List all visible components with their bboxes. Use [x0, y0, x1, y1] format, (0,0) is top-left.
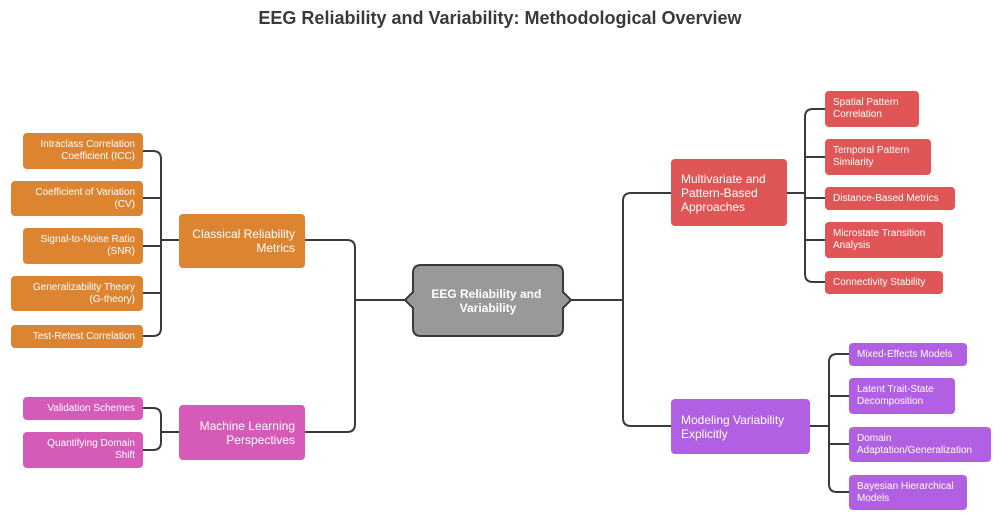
- link-multivariate: [622, 192, 672, 427]
- leaf-g-theory: Generalizability Theory (G-theory): [11, 276, 143, 311]
- leaf-label: Signal-to-Noise Ratio (SNR): [40, 234, 136, 257]
- leaf-label: Domain Adaptation/Generalization: [857, 432, 973, 456]
- leaf-test-retest: Test-Retest Correlation: [11, 325, 143, 348]
- leaf-icc: Intraclass Correlation Coefficient (ICC): [23, 133, 143, 169]
- leaf-label: Temporal Pattern Similarity: [833, 145, 910, 168]
- central-node-shape: [403, 264, 573, 337]
- leaf-domain-shift: Quantifying Domain Shift: [23, 432, 143, 468]
- central-node-label: EEG Reliability and Variability: [431, 287, 544, 315]
- branch-label: Classical Reliability Metrics: [192, 227, 295, 255]
- leaf-label: Spatial Pattern Correlation: [833, 97, 899, 120]
- leaf-distance-based-metrics: Distance-Based Metrics: [825, 187, 955, 210]
- leaf-validation-schemes: Validation Schemes: [23, 397, 143, 420]
- branch-machine-learning-perspectives: Machine Learning Perspectives: [179, 405, 305, 460]
- leaf-label: Validation Schemes: [47, 402, 135, 414]
- link-modeling-children: [809, 353, 850, 493]
- leaf-cv: Coefficient of Variation (CV): [11, 181, 143, 216]
- branch-label: Machine Learning Perspectives: [199, 418, 295, 447]
- leaf-temporal-pattern-similarity: Temporal Pattern Similarity: [825, 139, 931, 175]
- leaf-mixed-effects-models: Mixed-Effects Models: [849, 343, 967, 366]
- leaf-label: Mixed-Effects Models: [857, 348, 953, 360]
- branch-modeling-variability-explicitly: Modeling Variability Explicitly: [671, 399, 810, 454]
- leaf-label: Generalizability Theory (G-theory): [32, 281, 135, 305]
- leaf-label: Coefficient of Variation (CV): [35, 186, 135, 210]
- leaf-microstate-transition-analysis: Microstate Transition Analysis: [825, 222, 943, 258]
- leaf-label: Distance-Based Metrics: [833, 192, 939, 204]
- leaf-latent-trait-state: Latent Trait-State Decomposition: [849, 378, 955, 414]
- leaf-connectivity-stability: Connectivity Stability: [825, 271, 943, 294]
- leaf-domain-adaptation: Domain Adaptation/Generalization: [849, 427, 991, 462]
- link-multivariate-children: [786, 108, 826, 283]
- leaf-snr: Signal-to-Noise Ratio (SNR): [23, 228, 143, 264]
- branch-multivariate-pattern-approaches: Multivariate and Pattern-Based Approache…: [671, 159, 787, 226]
- leaf-spatial-pattern-correlation: Spatial Pattern Correlation: [825, 91, 919, 127]
- leaf-label: Connectivity Stability: [833, 276, 926, 288]
- leaf-label: Bayesian Hierarchical Models: [857, 480, 954, 504]
- branch-label: Modeling Variability Explicitly: [681, 412, 785, 441]
- branch-classical-reliability-metrics: Classical Reliability Metrics: [179, 214, 305, 268]
- branch-label: Multivariate and Pattern-Based Approache…: [681, 171, 766, 214]
- leaf-label: Quantifying Domain Shift: [47, 438, 135, 461]
- leaf-bayesian-hierarchical: Bayesian Hierarchical Models: [849, 475, 967, 510]
- link-classical-children: [142, 150, 180, 337]
- diagram-title: EEG Reliability and Variability: Methodo…: [258, 8, 742, 28]
- leaf-label: Intraclass Correlation Coefficient (ICC): [40, 139, 135, 162]
- leaf-label: Test-Retest Correlation: [32, 330, 135, 342]
- leaf-label: Microstate Transition Analysis: [833, 228, 926, 251]
- leaf-label: Latent Trait-State Decomposition: [857, 384, 934, 407]
- link-classical: [304, 239, 356, 433]
- link-ml-children: [142, 407, 180, 451]
